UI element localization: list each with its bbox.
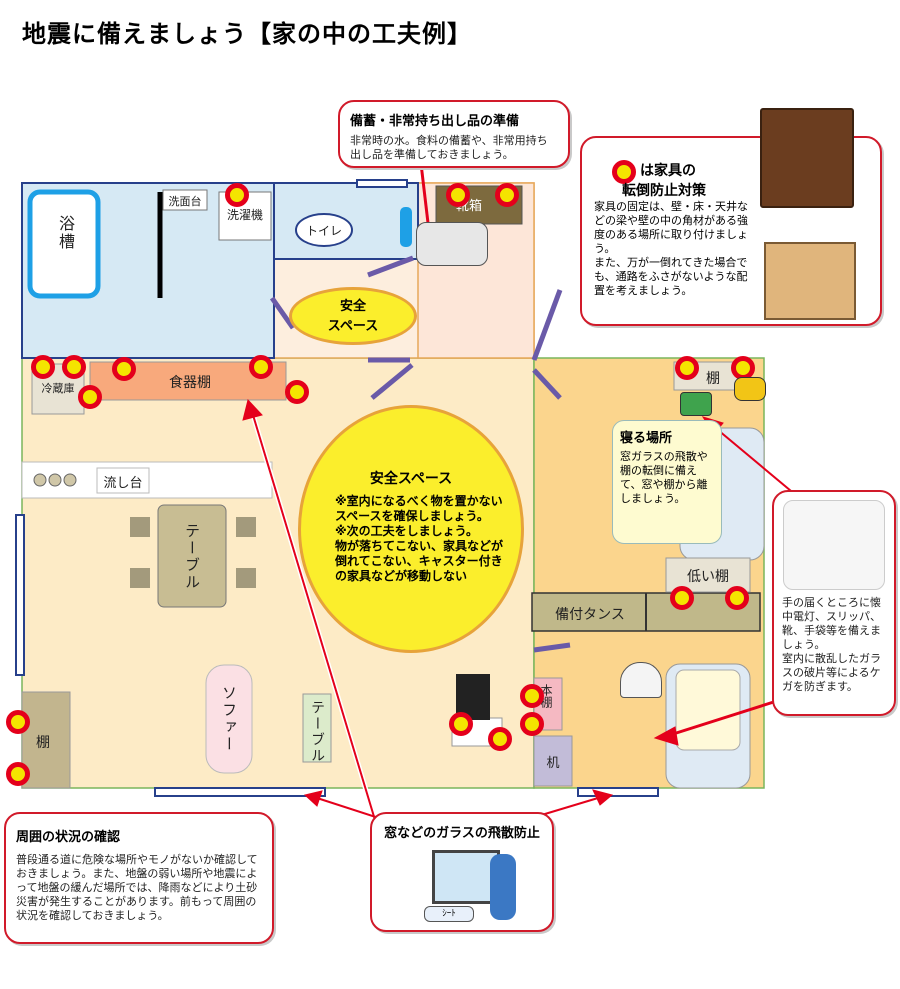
person-illustration	[490, 854, 516, 920]
supplies-body: 手の届くところに懐中電灯、スリッパ、靴、手袋等を備えましょう。 室内に散乱したガ…	[782, 596, 881, 693]
wardrobe-label: 備付タンス	[555, 607, 625, 623]
window-bottom	[154, 787, 326, 797]
dish-shelf-label: 食器棚	[169, 375, 211, 391]
toilet-tank	[400, 207, 412, 247]
surroundings-callout: 周囲の状況の確認 普段通る道に危険な場所やモノがないか確認しておきましょう。また…	[4, 812, 274, 944]
door-4	[370, 363, 414, 400]
safe-space-heading: 安全スペース	[369, 471, 453, 487]
film-roll: ｼｰﾄ	[424, 906, 474, 922]
fix-marker	[488, 727, 512, 751]
side-table	[302, 693, 332, 763]
furniture-body: 家具の固定は、壁・床・天井などの梁や壁の中の角材がある強度のある場所に取り付けま…	[594, 200, 748, 297]
stockpile-heading: 備蓄・非常持ち出し品の準備	[350, 114, 520, 129]
emergency-bag-icon	[416, 222, 488, 266]
window-bedroom	[577, 787, 659, 797]
desk-label: 机	[546, 756, 560, 771]
safe-space-body: ※室内になるべく物を置かないスペースを確保しましょう。 ※次の工夫をしましょう。…	[335, 494, 504, 583]
fix-marker	[62, 355, 86, 379]
fix-marker	[449, 712, 473, 736]
bathtub	[27, 189, 101, 299]
fix-marker	[670, 586, 694, 610]
kitchen-sink	[96, 467, 150, 494]
toilet	[295, 213, 353, 247]
fix-marker	[78, 385, 102, 409]
fix-marker	[6, 710, 30, 734]
glass-heading: 窓などのガラスの飛散防止	[384, 826, 540, 841]
glass-callout: 窓などのガラスの飛散防止 ｼｰﾄ	[370, 812, 554, 932]
sleeping-area: 寝る場所 窓ガラスの飛散や棚の転倒に備えて、窓や棚から離しましょう。	[612, 420, 722, 544]
side-table-label: テーブル	[309, 700, 325, 764]
door-2	[269, 296, 296, 330]
washer-label: 洗濯機	[226, 208, 263, 222]
safe-space-big: 安全スペース ※室内になるべく物を置かないスペースを確保しましょう。 ※次の工夫…	[298, 405, 524, 653]
door-7	[533, 642, 571, 653]
fix-marker	[446, 183, 470, 207]
furniture-callout: は家具の 転倒防止対策 家具の固定は、壁・床・天井などの梁や壁の中の角材がある強…	[580, 108, 882, 326]
sofa-label: ソファー	[220, 685, 238, 753]
fix-marker	[520, 712, 544, 736]
shoes-helmet-icon	[783, 500, 885, 590]
surroundings-heading: 周囲の状況の確認	[16, 830, 121, 845]
fix-marker	[6, 762, 30, 786]
stockpile-body: 非常時の水。食料の備蓄や、非常用持ち出し品を準備しておきましょう。	[350, 134, 548, 161]
helmet-icon	[620, 662, 662, 698]
fix-marker	[675, 356, 699, 380]
fix-marker	[725, 586, 749, 610]
flashlight-icon	[734, 377, 766, 401]
fix-marker	[285, 380, 309, 404]
fix-marker	[112, 357, 136, 381]
sleeping-area-body: 窓ガラスの飛散や棚の転倒に備えて、窓や棚から離しましょう。	[620, 450, 708, 505]
table-label: テーブル	[183, 523, 201, 591]
dining-table	[157, 504, 227, 608]
radio-icon	[680, 392, 712, 416]
low-shelf-label: 低い棚	[687, 569, 729, 585]
sink-label: 洗面台	[168, 195, 202, 208]
furniture-heading-1: は家具の	[640, 163, 696, 179]
supplies-callout: 手の届くところに懐中電灯、スリッパ、靴、手袋等を備えましょう。 室内に散乱したガ…	[772, 490, 896, 716]
kitchen-sink-label: 流し台	[103, 476, 143, 491]
shelf-left-label: 棚	[36, 735, 50, 751]
bathtub-label: 浴槽	[56, 215, 75, 251]
door-6	[532, 368, 562, 400]
cabinet-illustration	[760, 108, 854, 208]
toilet-label: トイレ	[305, 224, 342, 238]
furniture-heading-2: 転倒防止対策	[622, 183, 706, 199]
door-1	[367, 255, 414, 278]
stockpile-callout: 備蓄・非常持ち出し品の準備 非常時の水。食料の備蓄や、非常用持ち出し品を準備して…	[338, 100, 570, 168]
drawer-illustration	[764, 242, 856, 320]
fridge-label: 冷蔵庫	[41, 382, 75, 395]
fix-marker	[520, 684, 544, 708]
fix-marker-legend	[612, 160, 636, 184]
window-left	[15, 514, 25, 676]
door-5	[531, 289, 563, 361]
window-top	[356, 179, 408, 188]
surroundings-body: 普段通る道に危険な場所やモノがないか確認しておきましょう。また、地盤の弱い場所や…	[16, 853, 258, 922]
sofa	[205, 664, 253, 774]
fix-marker	[225, 183, 249, 207]
fix-marker	[31, 355, 55, 379]
sleeping-area-heading: 寝る場所	[620, 431, 673, 446]
shelf-left	[21, 691, 71, 789]
desk	[533, 735, 573, 787]
safe-space-small: 安全 スペース	[289, 287, 417, 345]
sink	[162, 189, 208, 211]
shelf-right-label: 棚	[706, 371, 720, 387]
page-title: 地震に備えましょう【家の中の工夫例】	[22, 20, 472, 48]
fix-marker	[249, 355, 273, 379]
fix-marker	[495, 183, 519, 207]
